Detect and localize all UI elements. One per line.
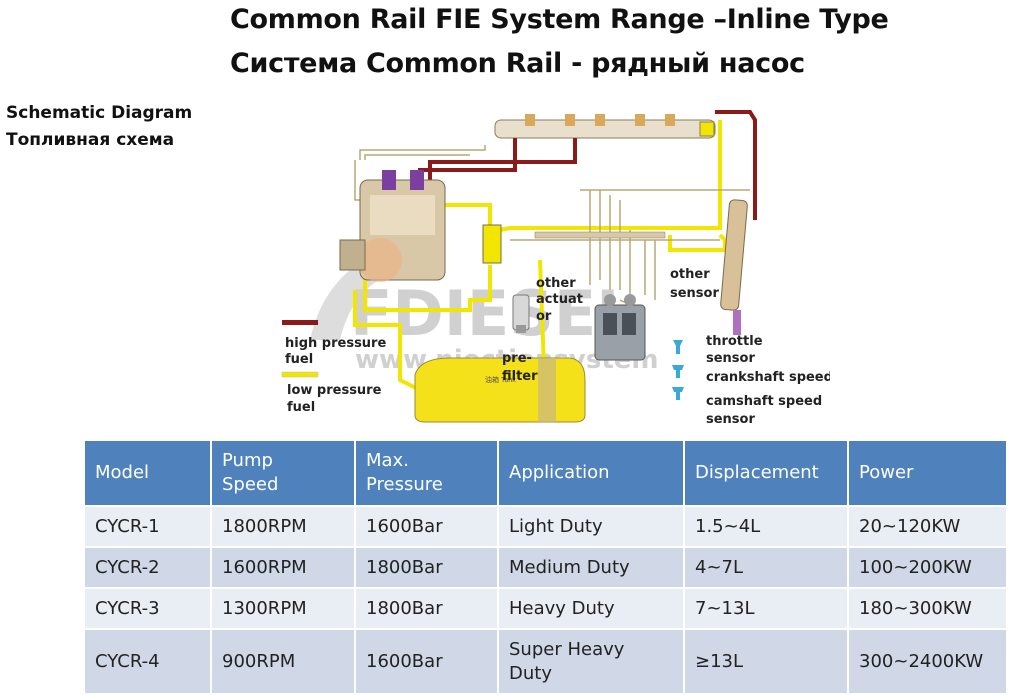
cell-power: 20~120KW xyxy=(847,505,1008,548)
cell-pump-speed: 1800RPM xyxy=(210,505,356,548)
label-camshaft-sensor-2: sensor xyxy=(706,412,755,427)
label-throttle-sensor-1: throttle xyxy=(706,334,763,349)
fuel-schematic-diagram: FDIESEL www.njectionsystem xyxy=(281,110,830,427)
section-label-english: Schematic Diagram xyxy=(6,103,193,123)
fuel-filter xyxy=(482,224,502,264)
table-row: CYCR-1 1800RPM 1600Bar Light Duty 1.5~4L… xyxy=(83,505,1008,548)
cell-power: 180~300KW xyxy=(847,587,1008,630)
watermark-brand: FDIESEL xyxy=(350,277,636,350)
legend: high pressure fuel low pressure fuel xyxy=(281,320,386,415)
fuel-tank: 油箱 Tank xyxy=(414,357,586,423)
camshaft-sensor-icon xyxy=(672,387,684,392)
legend-high-pressure-line1: high pressure xyxy=(285,336,386,351)
ecu xyxy=(594,294,646,361)
cell-application: Heavy Duty xyxy=(497,587,685,630)
cell-model: CYCR-2 xyxy=(83,546,212,589)
col-header-displacement: Displacement xyxy=(683,439,849,507)
throttle-sensor-icon xyxy=(673,340,683,346)
cell-displacement: 4~7L xyxy=(683,546,849,589)
cell-power: 100~200KW xyxy=(847,546,1008,589)
label-pre-filter-2: filter xyxy=(502,369,538,384)
cell-max-pressure: 1600Bar xyxy=(354,628,499,695)
cell-application: Medium Duty xyxy=(497,546,685,589)
title-english: Common Rail FIE System Range –Inline Typ… xyxy=(230,4,889,35)
crankshaft-sensor-icon xyxy=(672,365,684,370)
common-rail xyxy=(494,114,716,139)
label-camshaft-sensor-1: camshaft speed xyxy=(706,394,822,409)
cell-model: CYCR-1 xyxy=(83,505,212,548)
col-header-model: Model xyxy=(83,439,212,507)
legend-low-pressure-line2: fuel xyxy=(287,400,315,415)
cell-displacement: ≥13L xyxy=(683,628,849,695)
cell-pump-speed: 1300RPM xyxy=(210,587,356,630)
section-label-russian: Топливная схема xyxy=(6,130,175,150)
sensor-harness xyxy=(534,231,666,239)
label-other-sensor-1: other xyxy=(670,267,710,282)
col-header-application: Application xyxy=(497,439,685,507)
title-russian: Система Common Rail - рядный насос xyxy=(230,48,805,79)
legend-low-pressure-swatch xyxy=(281,371,319,378)
cell-model: CYCR-4 xyxy=(83,628,212,695)
high-pressure-pump xyxy=(339,170,446,282)
cell-displacement: 1.5~4L xyxy=(683,505,849,548)
label-crankshaft-sensor: crankshaft speed sensor xyxy=(706,370,830,385)
table-row: CYCR-3 1300RPM 1800Bar Heavy Duty 7~13L … xyxy=(83,587,1008,630)
injector xyxy=(720,199,748,335)
col-header-power: Power xyxy=(847,439,1008,507)
tank-label: 油箱 Tank xyxy=(485,375,516,384)
label-throttle-sensor-2: sensor xyxy=(706,351,755,366)
label-other-actuator-2: actuat xyxy=(536,292,583,307)
label-pre-filter-1: pre- xyxy=(502,351,532,366)
cell-displacement: 7~13L xyxy=(683,587,849,630)
legend-low-pressure-line1: low pressure xyxy=(287,383,382,398)
cell-max-pressure: 1600Bar xyxy=(354,505,499,548)
cell-max-pressure: 1800Bar xyxy=(354,546,499,589)
cell-max-pressure: 1800Bar xyxy=(354,587,499,630)
component-labels: other actuat or other sensor pre- filter… xyxy=(502,267,830,427)
sensors xyxy=(672,340,684,400)
cell-pump-speed: 1600RPM xyxy=(210,546,356,589)
pre-filter xyxy=(512,294,530,333)
cell-application: Light Duty xyxy=(497,505,685,548)
legend-high-pressure-line2: fuel xyxy=(285,352,313,367)
label-other-actuator-1: other xyxy=(536,276,576,291)
cell-pump-speed: 900RPM xyxy=(210,628,356,695)
cell-power: 300~2400KW xyxy=(847,628,1008,695)
table-row: CYCR-2 1600RPM 1800Bar Medium Duty 4~7L … xyxy=(83,546,1008,589)
cell-model: CYCR-3 xyxy=(83,587,212,630)
col-header-max-pressure: Max.Pressure xyxy=(354,439,499,507)
label-other-actuator-3: or xyxy=(536,309,552,324)
legend-high-pressure-swatch xyxy=(282,320,318,325)
label-other-sensor-2: sensor xyxy=(670,286,719,301)
